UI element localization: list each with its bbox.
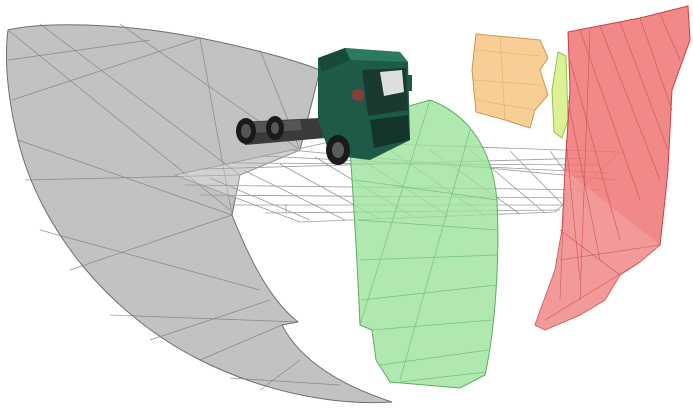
mirror-view-region-small — [472, 34, 548, 128]
side-mirror — [408, 75, 412, 91]
mirror-view-region-narrow — [552, 52, 568, 138]
